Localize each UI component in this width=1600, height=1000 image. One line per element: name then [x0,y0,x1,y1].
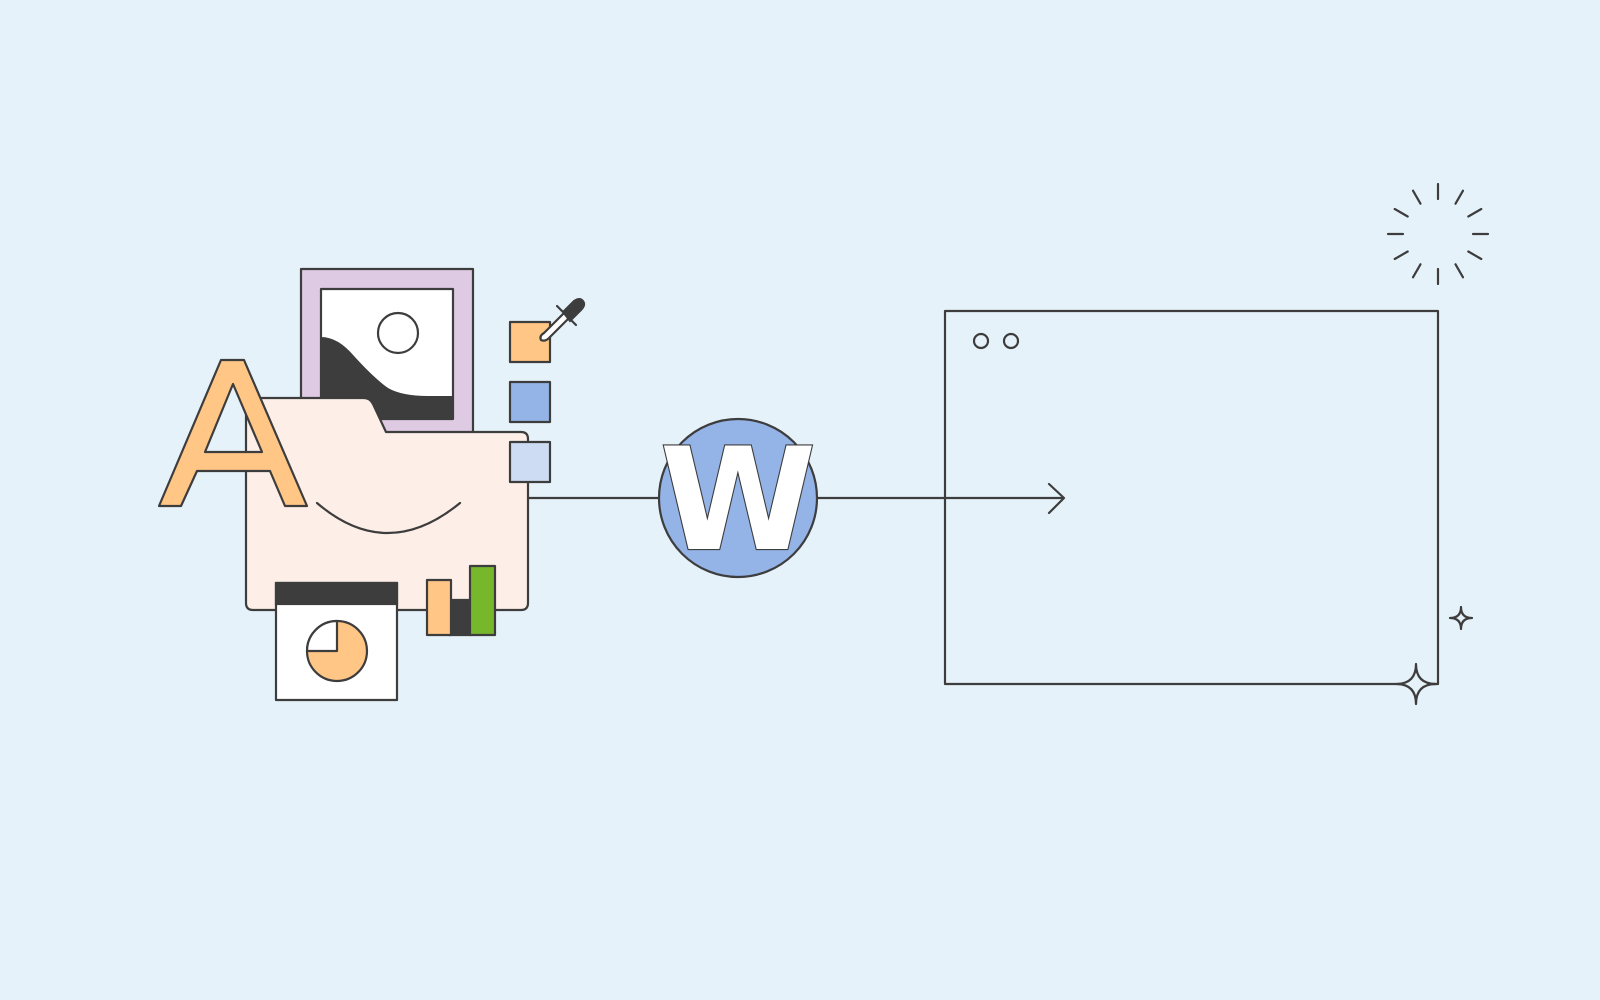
w-badge-letter: W [660,418,817,583]
w-badge-icon: W [657,417,819,584]
letter-a-icon: A [0,0,309,508]
folder-smile-icon [315,501,462,535]
sunburst-ray [1467,250,1483,261]
browser-window-icon [943,309,1440,686]
swatch-light-blue [508,440,552,484]
letter-a-label: A [0,0,1,1]
pie-chart-window-icon [274,581,399,702]
arrow-right-icon [1047,482,1066,515]
folder-icon [244,396,530,612]
window-dot-1-icon [972,332,990,350]
window-dot-2-icon [1002,332,1020,350]
sunburst-ray [1454,263,1465,279]
color-swatch-icon [508,320,552,484]
bar-chart-icon [425,564,497,637]
eyedropper-icon [539,298,586,342]
sunburst-ray [1393,207,1409,218]
sparkle-icon [1394,662,1438,706]
sunburst-ray [1467,207,1483,218]
sunburst-ray [1411,189,1422,205]
sunburst-ray [1411,263,1422,279]
swatch-blue [508,380,552,424]
sunburst-icon [1386,182,1490,286]
sunburst-ray [1454,189,1465,205]
swatch-orange [508,320,552,364]
sunburst-ray [1393,250,1409,261]
small-sparkle-icon [1448,605,1474,631]
